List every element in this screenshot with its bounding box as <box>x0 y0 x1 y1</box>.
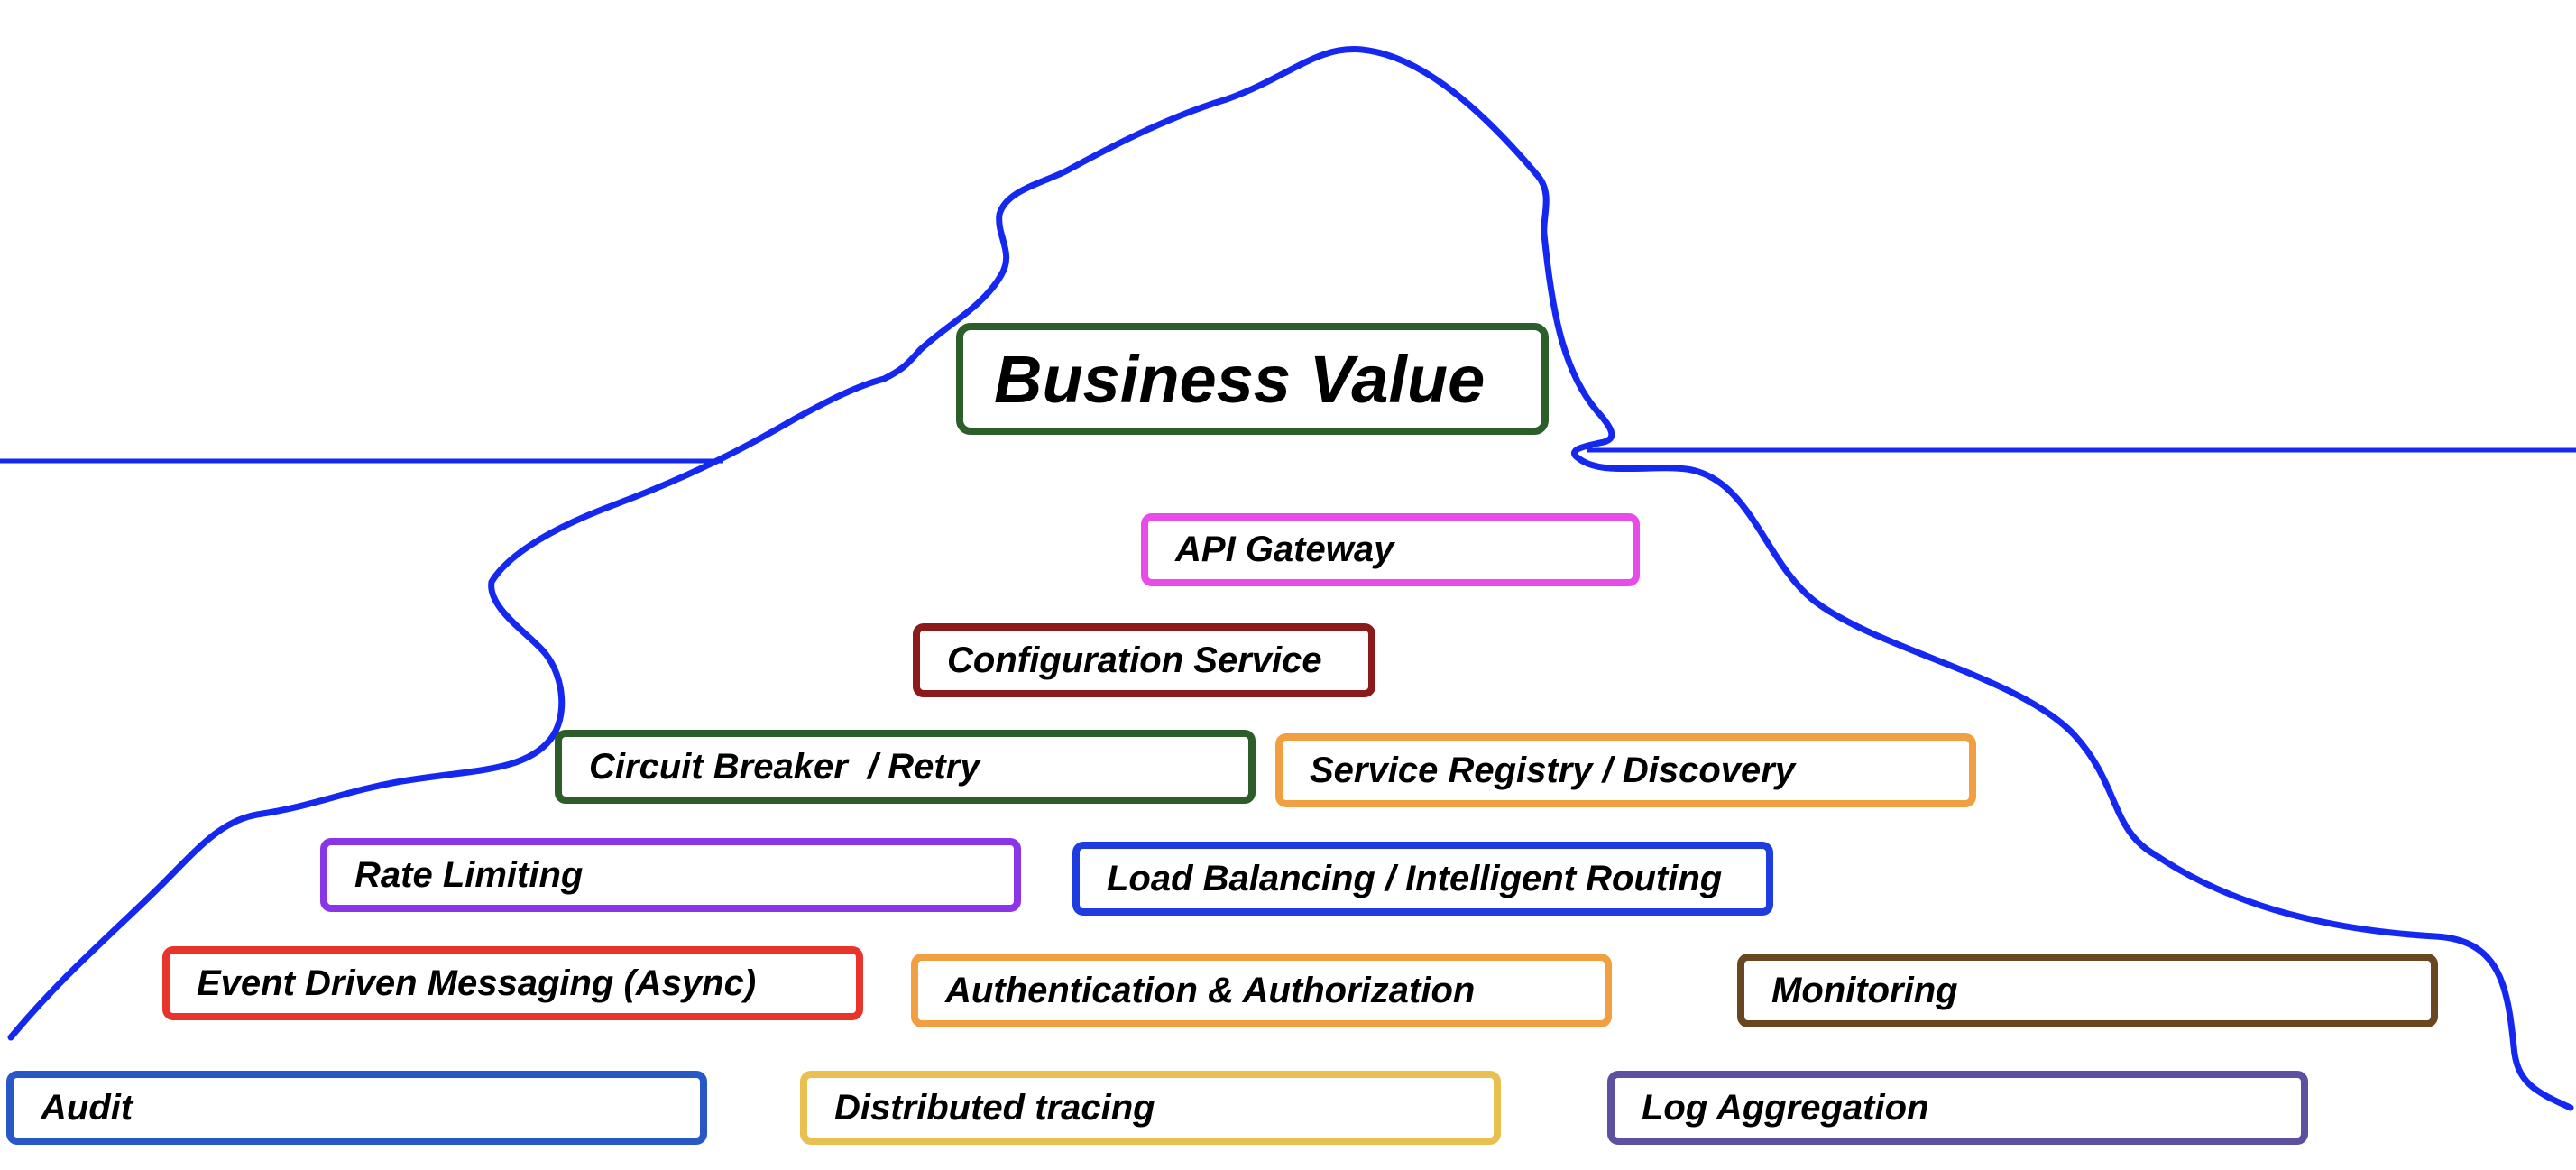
business-value-box: Business Value <box>956 323 1549 435</box>
log-aggregation-box: Log Aggregation <box>1607 1071 2308 1145</box>
distributed-tracing-label: Distributed tracing <box>834 1087 1155 1128</box>
audit-box: Audit <box>6 1071 707 1145</box>
business-value-label: Business Value <box>994 341 1486 417</box>
rate-limiting-label: Rate Limiting <box>354 854 584 895</box>
rate-limiting-box: Rate Limiting <box>320 838 1021 912</box>
event-messaging-label: Event Driven Messaging (Async) <box>197 963 757 1003</box>
audit-label: Audit <box>41 1087 133 1128</box>
api-gateway-label: API Gateway <box>1175 530 1394 569</box>
authentication-box: Authentication & Authorization <box>911 954 1612 1027</box>
iceberg-contour <box>7 46 2574 1111</box>
configuration-service-label: Configuration Service <box>947 640 1322 680</box>
api-gateway-box: API Gateway <box>1141 513 1640 586</box>
load-balancing-box: Load Balancing / Intelligent Routing <box>1072 842 1773 916</box>
event-messaging-box: Event Driven Messaging (Async) <box>162 946 863 1020</box>
monitoring-box: Monitoring <box>1737 954 2438 1027</box>
configuration-service-box: Configuration Service <box>913 623 1375 697</box>
service-registry-box: Service Registry / Discovery <box>1275 733 1976 807</box>
distributed-tracing-box: Distributed tracing <box>800 1071 1501 1145</box>
authentication-label: Authentication & Authorization <box>945 970 1476 1010</box>
circuit-breaker-label: Circuit Breaker / Retry <box>589 746 980 787</box>
monitoring-label: Monitoring <box>1771 970 1958 1010</box>
service-registry-label: Service Registry / Discovery <box>1310 750 1796 790</box>
load-balancing-label: Load Balancing / Intelligent Routing <box>1107 858 1723 898</box>
circuit-breaker-box: Circuit Breaker / Retry <box>555 730 1256 804</box>
log-aggregation-label: Log Aggregation <box>1642 1087 1929 1128</box>
